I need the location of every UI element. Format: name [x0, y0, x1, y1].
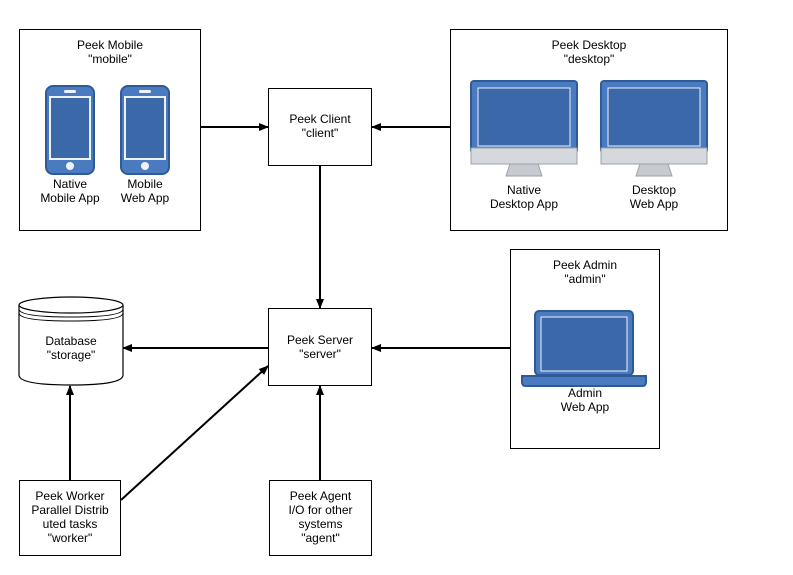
- mobile-web-phone-icon: [120, 85, 170, 175]
- mobile-web-label-1: Mobile: [127, 177, 163, 191]
- server-id: "server": [299, 347, 341, 361]
- admin-title: Peek Admin: [552, 258, 618, 272]
- native-mobile-label-2: Mobile App: [40, 191, 100, 205]
- worker-line-3: uted tasks: [42, 517, 98, 531]
- mobile-id: "mobile": [88, 52, 132, 66]
- desktop-web-monitor-icon: [600, 80, 708, 177]
- client-title: Peek Client: [289, 112, 351, 126]
- worker-title: Peek Worker: [35, 489, 105, 503]
- admin-app-label-2: Web App: [560, 400, 610, 414]
- desktop-id: "desktop": [563, 52, 615, 66]
- server-title: Peek Server: [286, 333, 354, 347]
- mobile-title: Peek Mobile: [76, 38, 144, 52]
- database-id: "storage": [46, 348, 96, 362]
- agent-box: [269, 480, 372, 556]
- arrow-worker-to-server: [120, 365, 269, 501]
- admin-id: "admin": [564, 272, 606, 286]
- native-mobile-label-1: Native: [52, 177, 87, 191]
- database-cylinder-icon: [18, 296, 124, 386]
- agent-line-2: I/O for other: [288, 503, 353, 517]
- client-id: "client": [301, 126, 339, 140]
- desktop-title: Peek Desktop: [551, 38, 627, 52]
- client-box: [268, 88, 372, 166]
- database-title: Database: [45, 334, 97, 348]
- native-desktop-label-1: Native: [506, 183, 541, 197]
- server-box: [268, 308, 372, 386]
- mobile-web-label-2: Web App: [120, 191, 170, 205]
- worker-box: [19, 480, 121, 556]
- worker-line-2: Parallel Distrib: [31, 503, 109, 517]
- admin-laptop-icon: [521, 310, 647, 387]
- agent-line-3: systems: [298, 517, 343, 531]
- admin-app-label-1: Admin: [567, 386, 602, 400]
- desktop-web-label-1: Desktop: [631, 183, 677, 197]
- worker-id: "worker": [47, 531, 93, 545]
- native-desktop-label-2: Desktop App: [489, 197, 559, 211]
- agent-title: Peek Agent: [289, 489, 352, 503]
- native-desktop-monitor-icon: [470, 80, 578, 177]
- agent-id: "agent": [301, 531, 340, 545]
- native-mobile-phone-icon: [45, 85, 95, 175]
- desktop-web-label-2: Web App: [629, 197, 679, 211]
